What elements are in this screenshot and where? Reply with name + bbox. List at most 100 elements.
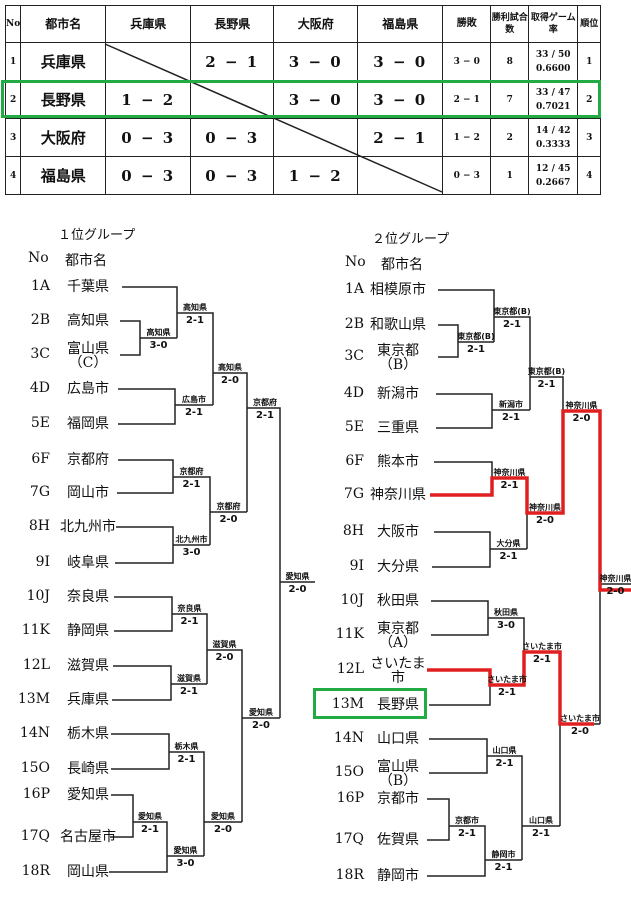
group1-match-score: 2-1 [255, 410, 275, 421]
group1-match-score: 2-0 [288, 584, 307, 595]
group1-match-winner: 高知県 [218, 363, 242, 372]
group2-match-winner: 秋田県 [494, 608, 518, 617]
group1-entry-name: 岡山県 [67, 864, 109, 880]
group2-match-score: 2-1 [499, 551, 518, 562]
group2-match-score: 2-1 [501, 412, 521, 423]
table-header-row: No 都市名 兵庫県 長野県 大阪府 福島県 勝敗 勝利試合数 取得ゲーム率 順… [4, 5, 602, 43]
group1-entry-no: 15O [20, 760, 50, 776]
group1-match-winner: 京都府 [179, 467, 204, 476]
group2-match-winner: 神奈川県 [529, 503, 561, 512]
win-rate: 0.3333 [536, 139, 571, 150]
group2-entry-name: 佐賀県 [377, 832, 419, 848]
group2-match-score: 2-0 [572, 413, 591, 424]
group1-entry-name: 栃木県 [67, 726, 109, 742]
group2-match-score: 2-1 [494, 862, 513, 873]
group2-match-score: 2-1 [466, 344, 486, 355]
group1-col-no: No [28, 250, 49, 266]
group1-match-score: 2-0 [251, 720, 271, 731]
group2-entry-no: 10J [340, 592, 364, 608]
header-rank: 順位 [577, 5, 602, 43]
group1-entry-no: 16P [22, 786, 50, 802]
row-record: 3 − 0 [442, 42, 492, 81]
group1-match-winner: 広島市 [182, 395, 206, 404]
group2-entry-no: 12L [336, 661, 364, 677]
row-rank: 3 [577, 118, 602, 157]
group1-match-winner: 北九州市 [175, 535, 208, 544]
group1-match-winner: 京都府 [216, 502, 241, 511]
match-score: 3 − 0 [357, 42, 444, 81]
group2-match-winner: 山口県 [529, 816, 553, 825]
group2-match-winner: 新潟市 [499, 400, 523, 409]
games-won-total: 12 / 45 [535, 163, 571, 174]
group1-match-winner: 愛知県 [285, 572, 310, 581]
match-score [105, 42, 192, 81]
group1-match-winner: 愛知県 [211, 812, 235, 821]
group2-entry-name: 東京都 （B） [377, 343, 419, 373]
group2-entry-no: 7G [343, 486, 364, 502]
group2-match-winner: さいたま市 [522, 642, 562, 651]
group2-title: ２位グループ [372, 232, 450, 247]
row-rank: 1 [577, 42, 602, 81]
group2-match-winner: 静岡市 [491, 850, 516, 859]
group1-match-winner: 愛知県 [249, 708, 273, 717]
row-no: 4 [4, 156, 22, 195]
group2-match-winner: 東京都(B) [493, 307, 531, 316]
group1-match-score: 2-1 [184, 407, 204, 418]
header-record: 勝敗 [442, 5, 492, 43]
nagano-row-highlight [1, 80, 601, 118]
row-city: 長野県 [20, 80, 107, 119]
group1-match-winner: 愛知県 [138, 812, 162, 821]
header-fukushima: 福島県 [357, 5, 444, 43]
group1-entry-no: 4D [29, 380, 50, 396]
group1-entry-no: 10J [26, 588, 50, 604]
match-score: 2 − 1 [357, 118, 444, 157]
group2-entry-no: 14N [333, 730, 364, 746]
group2-entry-name: 京都市 [377, 791, 419, 807]
group1-entry-name: 岐阜県 [67, 555, 109, 571]
group1-entry-no: 9I [35, 554, 50, 570]
group2-match-score: 2-1 [457, 828, 477, 839]
group1-entry-name: 奈良県 [67, 589, 109, 605]
group1-entry-name: 長崎県 [67, 761, 109, 777]
row-city: 大阪府 [20, 118, 107, 157]
group1-entry-no: 13M [17, 691, 50, 707]
group1-match-score: 2-1 [182, 479, 201, 490]
group2-match-winner: 神奈川県 [565, 401, 598, 410]
group1-entry-no: 8H [28, 518, 50, 534]
saitama-path-highlight [427, 650, 594, 726]
group2-entry-name: 新潟市 [377, 386, 419, 402]
group2-entry-no: 6F [345, 453, 364, 469]
header-nagano: 長野県 [190, 5, 275, 43]
group2-match-winner: さいたま市 [487, 675, 527, 684]
group1-entry-name: 愛知県 [67, 787, 109, 803]
group2-entry-no: 11K [335, 626, 364, 642]
group1-match-score: 2-1 [180, 616, 199, 627]
group1-entry-name: 高知県 [67, 313, 109, 329]
match-score: 1 − 2 [273, 156, 359, 195]
group1-entry-no: 18R [21, 863, 50, 879]
group2-match-score: 3-0 [496, 620, 516, 631]
group2-entry-no: 1A [344, 281, 364, 297]
group1-match-score: 2-1 [140, 824, 160, 835]
group1-entry-no: 14N [19, 725, 50, 741]
group2-col-name: 都市名 [381, 257, 423, 273]
group1-entry-name: 富山県 （C） [67, 341, 109, 371]
group1-entry-name: 千葉県 [67, 279, 109, 295]
group1-entry-name: 北九州市 [60, 519, 116, 535]
group2-entry-no: 17Q [334, 831, 364, 847]
match-score: 0 − 3 [105, 118, 192, 157]
group1-bracket [109, 286, 315, 873]
group1-match-score: 2-0 [219, 514, 238, 525]
group1-match-winner: 京都府 [253, 398, 277, 407]
group1-title: １位グループ [58, 228, 136, 243]
group2-match-winner: 神奈川県 [599, 574, 631, 583]
group1-match-score: 2-0 [220, 375, 240, 386]
group2-entry-name: 神奈川県 [370, 487, 426, 503]
group2-entry-no: 8H [342, 523, 364, 539]
group1-match-winner: 滋賀県 [177, 674, 201, 683]
group1-entry-no: 12L [22, 657, 50, 673]
